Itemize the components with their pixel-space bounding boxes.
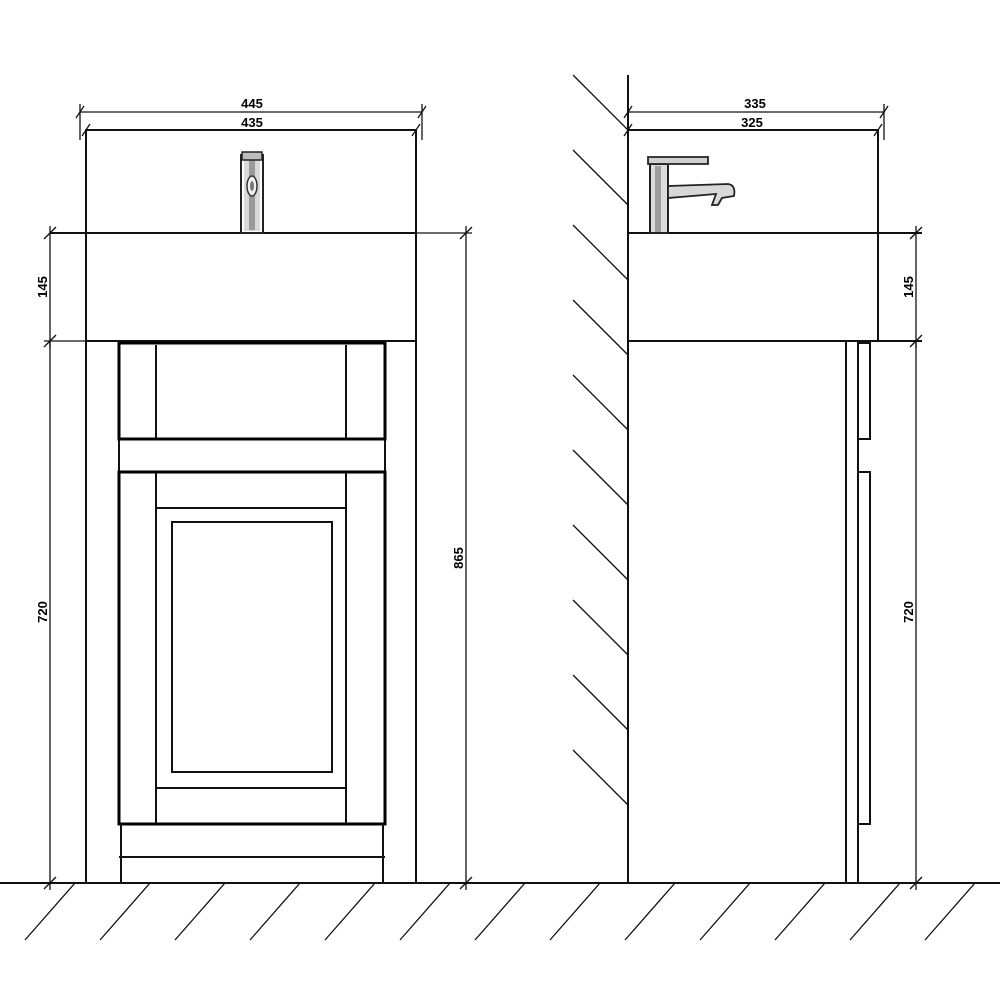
wall: [572, 74, 629, 883]
floor-hatch-line: [249, 882, 301, 941]
floor-hatch-line: [24, 882, 76, 941]
wall-hatch-line: [572, 374, 629, 431]
wall-hatch-line: [572, 299, 629, 356]
floor-hatch-line: [549, 882, 601, 941]
wall-hatch-line: [572, 449, 629, 506]
wall-hatch-line: [572, 749, 629, 806]
floor-hatch-line: [324, 882, 376, 941]
side-dim-height-720: 720: [901, 601, 916, 623]
side-view: 335 325 145 720: [623, 96, 923, 890]
cabinet-door: [117, 470, 387, 826]
side-dim-height-145: 145: [901, 276, 916, 298]
front-dimensions: 445 435 145 720 865: [35, 96, 473, 890]
wall-hatching: [572, 74, 629, 806]
floor-hatch-line: [924, 882, 976, 941]
front-view: 445 435 145 720 865: [35, 96, 473, 890]
floor-hatch-line: [849, 882, 901, 941]
basin-body: [85, 232, 417, 342]
floor-hatch-line: [774, 882, 826, 941]
floor-hatch-line: [474, 882, 526, 941]
drawer-front: [117, 341, 387, 441]
faucet-side: [647, 156, 736, 234]
dim-height-865: 865: [451, 547, 466, 569]
floor-hatch-line: [699, 882, 751, 941]
floor-hatch-line: [624, 882, 676, 941]
floor-hatch-line: [399, 882, 451, 941]
side-drawer-profile: [858, 342, 871, 440]
wall-hatch-line: [572, 524, 629, 581]
wall-hatch-line: [572, 599, 629, 656]
dim-width-445: 445: [241, 96, 263, 111]
wall-hatch-line: [572, 149, 629, 206]
door-raised-panel: [171, 521, 333, 773]
dim-depth-335: 335: [744, 96, 766, 111]
floor-hatch-line: [174, 882, 226, 941]
dim-height-720: 720: [35, 601, 50, 623]
wall-hatch-line: [572, 674, 629, 731]
faucet-front: [240, 151, 264, 234]
wall-hatch-line: [572, 224, 629, 281]
dim-height-145: 145: [35, 276, 50, 298]
floor: [0, 882, 1000, 941]
side-dimensions: 335 325 145 720: [623, 96, 923, 890]
floor-hatch-line: [99, 882, 151, 941]
wall-hatch-line: [572, 74, 629, 131]
dim-depth-325: 325: [741, 115, 763, 130]
dim-width-435: 435: [241, 115, 263, 130]
plinth: [119, 824, 385, 883]
side-door-profile: [858, 471, 871, 825]
floor-hatching: [24, 882, 976, 941]
